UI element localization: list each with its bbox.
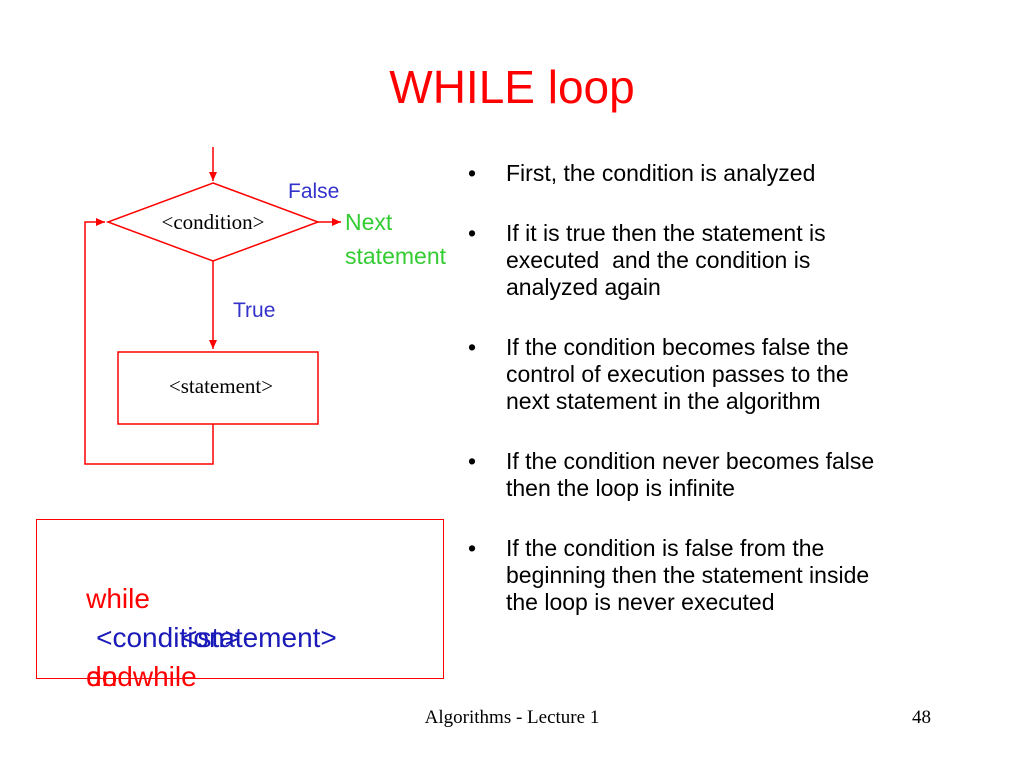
page-number: 48 bbox=[912, 707, 931, 728]
pseudocode-box: while <condition> do <statement> endwhil… bbox=[36, 519, 444, 692]
code-statement: <statement> bbox=[181, 622, 337, 653]
code-line-statement: <statement> bbox=[150, 579, 337, 696]
bullet-list: • First, the condition is analyzed • If … bbox=[468, 160, 988, 649]
endwhile-keyword: endwhile bbox=[86, 661, 197, 692]
next-statement-line2: statement bbox=[345, 243, 447, 269]
slide-title: WHILE loop bbox=[389, 61, 635, 113]
bullet-text: the loop is never executed bbox=[506, 589, 775, 615]
bullet-dot: • bbox=[468, 448, 477, 474]
statement-box bbox=[117, 351, 319, 425]
bullet-text: control of execution passes to the bbox=[506, 361, 849, 387]
bullet-text: then the loop is infinite bbox=[506, 475, 735, 501]
statement-label: <statement> bbox=[169, 374, 273, 398]
bullet-text: If it is true then the statement is bbox=[506, 220, 826, 246]
bullet-text: If the condition becomes false the bbox=[506, 334, 849, 360]
footer-lecture: Algorithms - Lecture 1 bbox=[424, 707, 600, 728]
bullet-item: • If the condition never becomes false t… bbox=[468, 448, 988, 502]
false-label: False bbox=[288, 180, 339, 203]
true-label: True bbox=[233, 299, 275, 322]
bullet-item: • If the condition becomes false the con… bbox=[468, 334, 988, 415]
bullet-dot: • bbox=[468, 220, 477, 246]
bullet-text: If the condition is false from the bbox=[506, 535, 825, 561]
bullet-dot: • bbox=[468, 160, 477, 186]
bullet-text: executed and the condition is bbox=[506, 247, 811, 273]
bullet-text: If the condition never becomes false bbox=[506, 448, 875, 474]
do-keyword: do bbox=[86, 661, 118, 692]
while-keyword: while bbox=[86, 583, 150, 614]
bullet-text: First, the condition is analyzed bbox=[506, 160, 816, 186]
next-statement-line1: Next bbox=[345, 209, 393, 235]
condition-label: <condition> bbox=[161, 210, 264, 234]
bullet-item: • If the condition is false from the beg… bbox=[468, 535, 988, 616]
code-line-endwhile: endwhile bbox=[55, 618, 197, 735]
bullet-dot: • bbox=[468, 334, 477, 360]
code-condition: <condition> bbox=[96, 622, 241, 653]
bullet-dot: • bbox=[468, 535, 477, 561]
bullet-text: analyzed again bbox=[506, 274, 661, 300]
bullet-text: beginning then the statement inside bbox=[506, 562, 870, 588]
bullet-item: • If it is true then the statement is ex… bbox=[468, 220, 988, 301]
bullet-item: • First, the condition is analyzed bbox=[468, 160, 988, 187]
loop-back-line bbox=[84, 218, 214, 465]
code-line-while: while <condition> do bbox=[55, 540, 241, 735]
bullet-text: next statement in the algorithm bbox=[506, 388, 821, 414]
